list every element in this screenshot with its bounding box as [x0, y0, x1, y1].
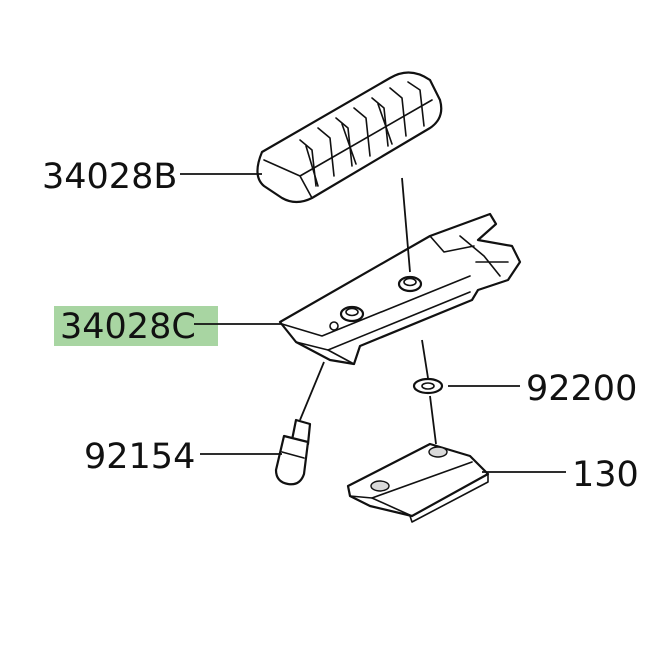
label-mount[interactable]: 130: [572, 455, 639, 495]
footpeg-rubber-part[interactable]: [256, 71, 443, 204]
label-footpeg-rubber[interactable]: 34028B: [42, 157, 177, 197]
mount-part[interactable]: [346, 442, 490, 523]
label-footpeg-bracket[interactable]: 34028C: [60, 307, 196, 347]
bolt-part[interactable]: [274, 418, 312, 486]
label-washer[interactable]: 92200: [526, 369, 637, 409]
footpeg-bracket-part[interactable]: [278, 212, 522, 366]
assembly-line-washer: [421, 339, 429, 379]
assembly-line-rubber: [401, 177, 411, 273]
assembly-line-bolt: [299, 361, 325, 421]
assembly-line-mount: [429, 395, 437, 445]
washer-part[interactable]: [412, 377, 444, 395]
label-highlight: [54, 306, 218, 346]
label-bolt[interactable]: 92154: [84, 437, 195, 477]
